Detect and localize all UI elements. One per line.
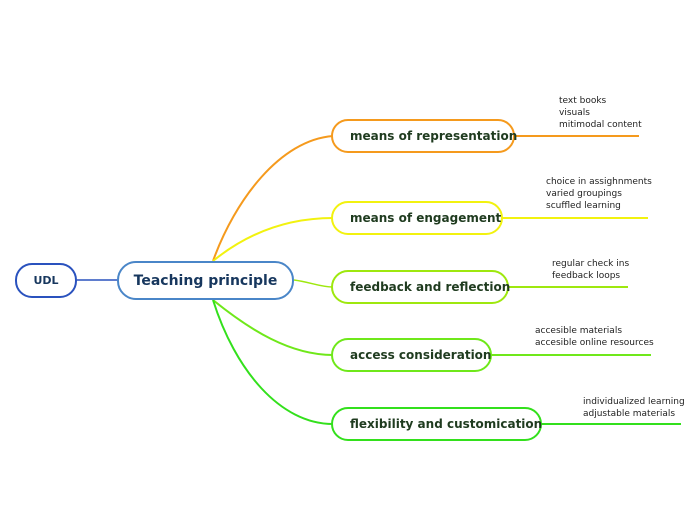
branch-node-feedback[interactable]: feedback and reflection [331, 270, 511, 304]
notes-engagement: choice in assighnments varied groupings … [546, 176, 652, 212]
notes-flexibility: individualized learning adjustable mater… [583, 396, 685, 420]
notes-representation: text books visuals mitimodal content [559, 95, 642, 131]
note-item: individualized learning [583, 397, 685, 407]
note-item: text books [559, 96, 607, 106]
note-item: accesible online resources [535, 338, 654, 348]
branch-label: flexibility and customication [350, 417, 543, 431]
note-item: choice in assighnments [546, 177, 652, 187]
note-item: mitimodal content [559, 120, 642, 130]
note-item: adjustable materials [583, 409, 676, 419]
note-item: feedback loops [552, 271, 621, 281]
branch-label: access consideration [350, 348, 492, 362]
central-topic-label: Teaching principle [133, 272, 278, 289]
branch-label: means of representation [350, 129, 518, 143]
branch-link-access [212, 299, 334, 356]
notes-access: accesible materials accesible online res… [535, 325, 654, 349]
note-item: regular check ins [552, 259, 630, 269]
notes-feedback: regular check ins feedback loops [552, 258, 629, 282]
root-label: UDL [33, 274, 59, 287]
branch-link-feedback [293, 279, 334, 288]
branch-node-access[interactable]: access consideration [331, 338, 492, 372]
branch-label: means of engagement [350, 211, 502, 225]
branch-link-representation [212, 135, 334, 262]
note-item: accesible materials [535, 326, 623, 336]
branch-label: feedback and reflection [350, 280, 511, 294]
branch-link-flexibility [212, 299, 334, 425]
branch-node-representation[interactable]: means of representation [331, 119, 518, 153]
root-node-udl[interactable]: UDL [15, 263, 77, 298]
branch-node-engagement[interactable]: means of engagement [331, 201, 503, 235]
branch-link-engagement [212, 217, 334, 262]
note-item: visuals [559, 108, 590, 118]
branch-node-flexibility[interactable]: flexibility and customication [331, 407, 542, 441]
central-topic-node[interactable]: Teaching principle [117, 261, 294, 300]
note-item: scuffled learning [546, 201, 621, 211]
note-item: varied groupings [546, 189, 622, 199]
